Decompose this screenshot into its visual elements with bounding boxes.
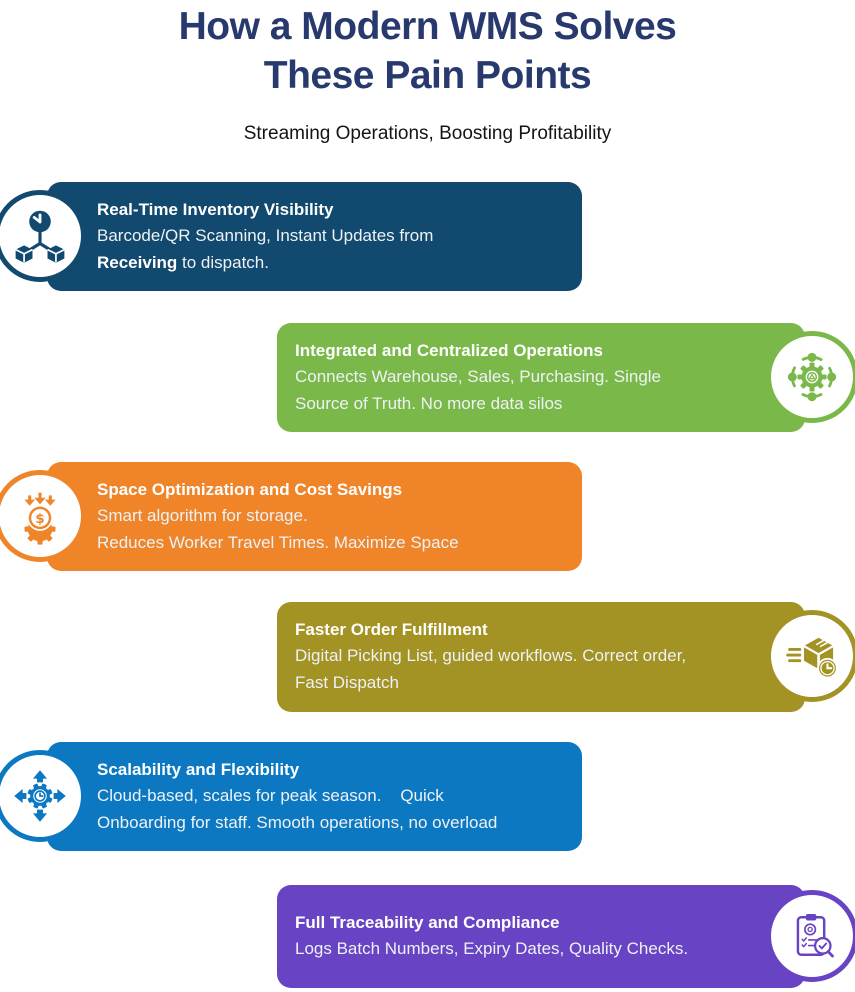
card-body: Real-Time Inventory Visibility Barcode/Q… [47,182,582,291]
cost-savings-gear-dollar-icon-badge: $ [0,470,86,562]
compliance-clipboard-check-icon [796,913,834,958]
card-text-line: Logs Batch Numbers, Expiry Dates, Qualit… [295,939,689,958]
card-full-traceability-compliance: Full Traceability and Compliance Logs Ba… [0,885,855,988]
page-subtitle: Streaming Operations, Boosting Profitabi… [243,123,612,144]
realtime-clock-network-icon-badge [0,190,86,282]
card-text-line: Fast Dispatch [295,673,399,692]
card-body: Space Optimization and Cost Savings Smar… [47,462,582,571]
realtime-clock-network-icon [15,210,65,263]
card-body: Integrated and Centralized Operations Co… [277,323,805,432]
card-text-line: Barcode/QR Scanning, Instant Updates fro… [97,225,434,245]
card-body: Faster Order Fulfillment Digital Picking… [277,602,805,712]
card-title: Space Optimization and Cost Savings [97,479,403,499]
integration-gear-network-icon [787,352,837,402]
scalability-arrows-gear-icon-badge [0,750,86,842]
card-title: Scalability and Flexibility [97,759,300,779]
page-title-line2: These Pain Points [263,54,592,97]
card-text-line: Cloud-based, scales for peak season. Qui… [97,785,444,805]
page-title-line1: How a Modern WMS Solves [178,5,677,48]
card-body: Full Traceability and Compliance Logs Ba… [277,885,805,988]
card-realtime-inventory-visibility: Real-Time Inventory Visibility Barcode/Q… [0,182,855,291]
card-faster-order-fulfillment: Faster Order Fulfillment Digital Picking… [0,602,855,712]
card-text-line: Smart algorithm for storage. [97,505,308,525]
card-body: Scalability and Flexibility Cloud-based,… [47,742,582,851]
card-scalability-flexibility: Scalability and Flexibility Cloud-based,… [0,742,855,851]
card-text-line: Connects Warehouse, Sales, Purchasing. S… [295,366,662,386]
fast-dispatch-box-clock-icon [786,637,838,679]
card-text-line: Digital Picking List, guided workflows. … [295,646,687,665]
compliance-clipboard-check-icon-badge [766,890,855,982]
card-title: Integrated and Centralized Operations [295,340,603,360]
fast-dispatch-box-clock-icon-badge [766,610,855,702]
card-text-rest: to dispatch. [177,252,269,272]
svg-text:$: $ [35,511,44,527]
card-title: Faster Order Fulfillment [295,620,488,639]
card-text-line: Receiving to dispatch. [97,249,558,276]
integration-gear-network-icon-badge [766,331,855,423]
card-integrated-centralized-operations: Integrated and Centralized Operations Co… [0,323,855,432]
cost-savings-gear-dollar-icon: $ [24,492,56,545]
card-text-bold: Receiving [97,252,178,272]
card-title: Real-Time Inventory Visibility [97,199,334,219]
card-text-line: Onboarding for staff. Smooth operations,… [97,812,498,832]
scalability-arrows-gear-icon [14,770,66,822]
card-text-line: Source of Truth. No more data silos [295,393,563,413]
card-text-line: Reduces Worker Travel Times. Maximize Sp… [97,532,459,552]
card-space-optimization-cost-savings: Space Optimization and Cost Savings Smar… [0,462,855,571]
card-title: Full Traceability and Compliance [295,913,560,932]
